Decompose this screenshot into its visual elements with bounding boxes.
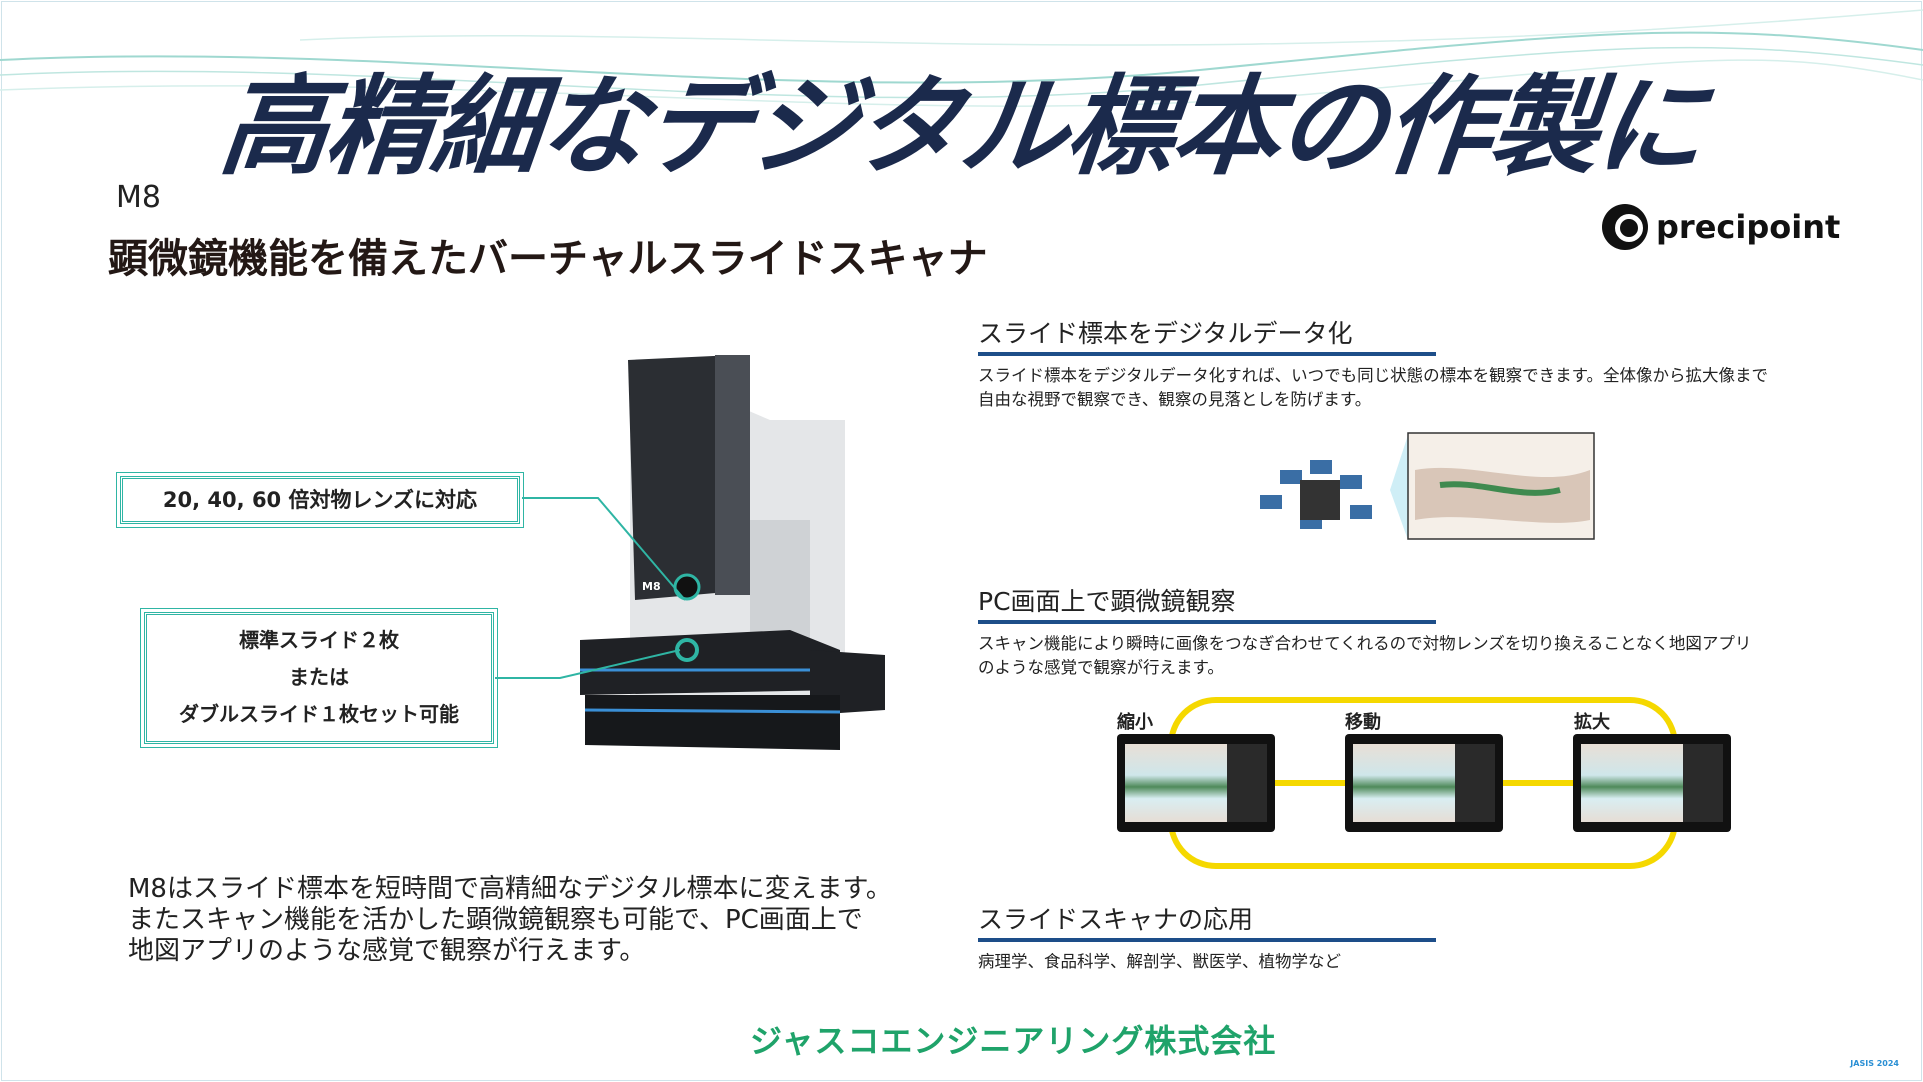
callout-slide-capacity: 標準スライド２枚 または ダブルスライド１枚セット可能 (140, 608, 498, 748)
section-heading: スライド標本をデジタルデータ化 (978, 314, 1436, 356)
callout-line: 標準スライド２枚 (239, 628, 399, 652)
product-label: M8 (642, 580, 661, 593)
tablet-zoom-in (1573, 734, 1731, 832)
logo-text: precipoint (1656, 208, 1841, 246)
label-zoom-out: 縮小 (1117, 712, 1153, 733)
section-body: スライド標本をデジタルデータ化すれば、いつでも同じ状態の標本を観察できます。全体… (978, 364, 1808, 412)
section-digitize: スライド標本をデジタルデータ化 スライド標本をデジタルデータ化すれば、いつでも同… (978, 314, 1808, 412)
network-to-slide-illustration (1260, 432, 1595, 540)
section-heading: スライドスキャナの応用 (978, 900, 1436, 942)
body-line: 病理学、食品科学、解剖学、獣医学、植物学など (978, 952, 1341, 971)
section-body: 病理学、食品科学、解剖学、獣医学、植物学など (978, 950, 1808, 974)
description-line: 地図アプリのような感覚で観察が行えます。 (128, 936, 646, 966)
tablet-screen (1125, 744, 1267, 822)
label-move: 移動 (1345, 712, 1381, 733)
tablet-screen (1581, 744, 1723, 822)
precipoint-logo: precipoint (1602, 204, 1840, 250)
body-line: 自由な視野で観察でき、観察の見落としを防げます。 (978, 390, 1372, 409)
product-description: M8はスライド標本を短時間で高精細なデジタル標本に変えます。 またスキャン機能を… (128, 874, 892, 967)
callout-line: ダブルスライド１枚セット可能 (179, 702, 459, 726)
model-name: M8 (116, 180, 161, 215)
event-label: JASIS 2024 (1850, 1059, 1899, 1068)
callout-line: または (289, 665, 349, 689)
tablet-zoom-out (1117, 734, 1275, 832)
section-pc-observation: PC画面上で顕微鏡観察 スキャン機能により瞬時に画像をつなぎ合わせてくれるので対… (978, 582, 1808, 680)
callout-objective-lenses: 20, 40, 60 倍対物レンズに対応 (116, 472, 524, 528)
section-heading: PC画面上で顕微鏡観察 (978, 582, 1436, 624)
precipoint-logo-icon (1602, 204, 1648, 250)
description-line: またスキャン機能を活かした顕微鏡観察も可能で、PC画面上で (128, 905, 863, 935)
label-zoom-in: 拡大 (1574, 712, 1610, 733)
section-body: スキャン機能により瞬時に画像をつなぎ合わせてくれるので対物レンズを切り換えること… (978, 632, 1808, 680)
tablet-move (1345, 734, 1503, 832)
body-line: スライド標本をデジタルデータ化すれば、いつでも同じ状態の標本を観察できます。全体… (978, 366, 1769, 385)
subtitle: 顕微鏡機能を備えたバーチャルスライドスキャナ (108, 236, 988, 282)
microscope-image: M8 (580, 355, 885, 750)
tablet-screen (1353, 744, 1495, 822)
section-applications: スライドスキャナの応用 病理学、食品科学、解剖学、獣医学、植物学など (978, 900, 1808, 974)
decorative-waves (0, 9, 1923, 107)
main-title: 高精細なデジタル標本の作製に (214, 65, 1710, 190)
body-line: のような感覚で観察が行えます。 (978, 658, 1224, 677)
company-name: ジャスコエンジニアリング株式会社 (750, 1022, 1277, 1060)
body-line: スキャン機能により瞬時に画像をつなぎ合わせてくれるので対物レンズを切り換えること… (978, 634, 1752, 653)
description-line: M8はスライド標本を短時間で高精細なデジタル標本に変えます。 (128, 874, 892, 904)
